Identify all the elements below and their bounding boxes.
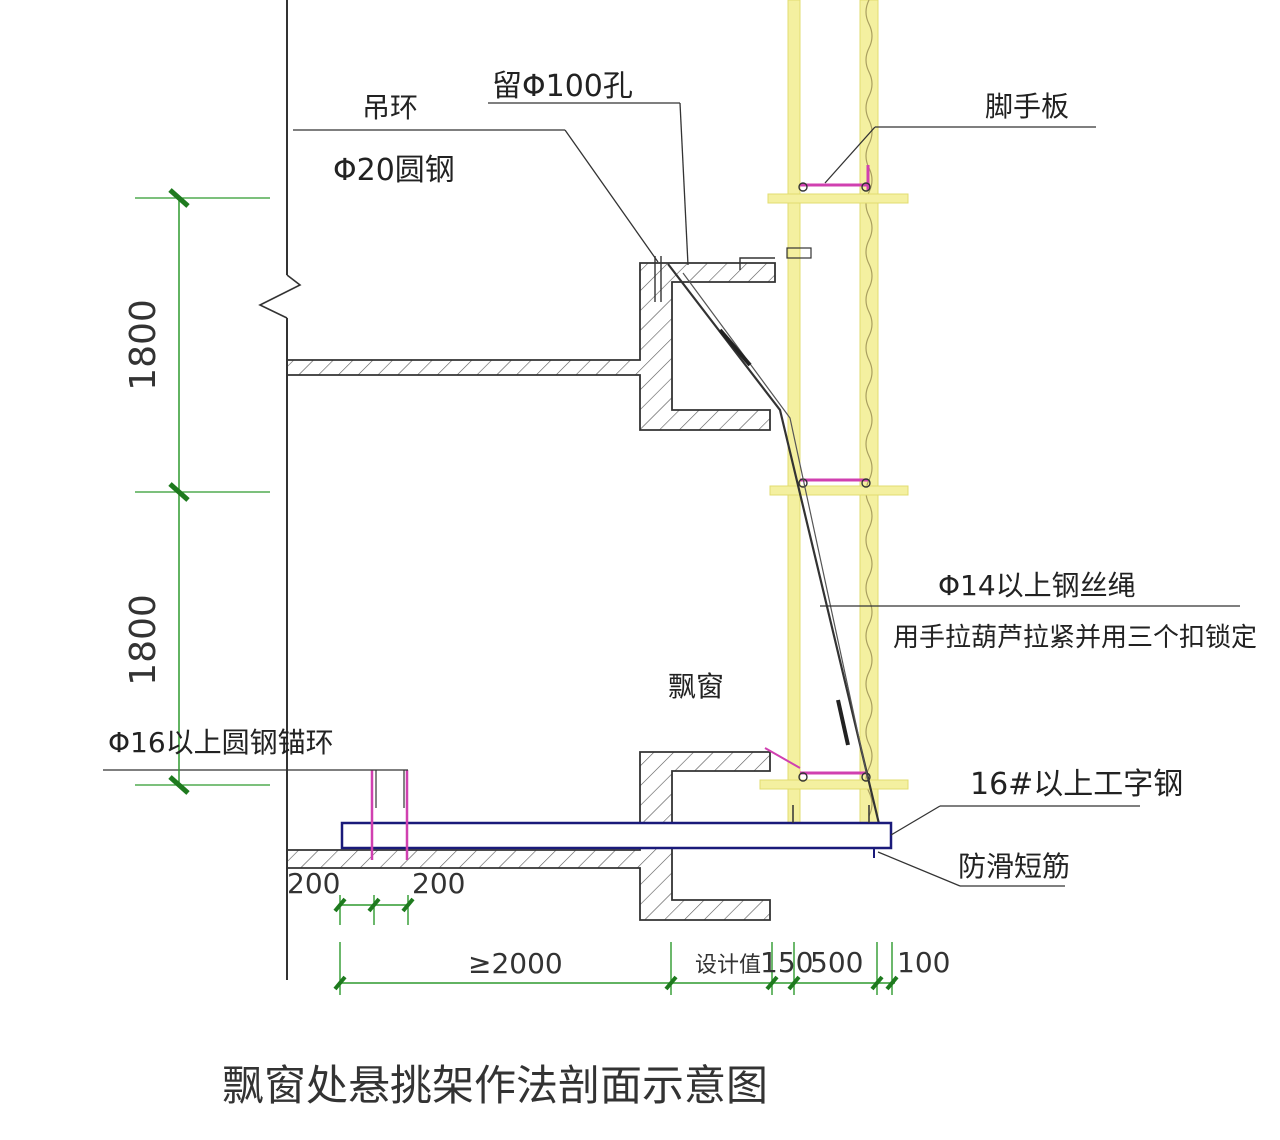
scaffold-frame	[759, 0, 909, 826]
anchor-right-dim: 200	[412, 867, 465, 900]
main-wall	[258, 0, 302, 980]
anchor-ring-label: Φ16以上圆钢锚环	[108, 726, 334, 759]
upper-slab	[286, 262, 776, 431]
lower-slab	[286, 751, 771, 921]
drawing-caption: 飘窗处悬挑架作法剖面示意图	[222, 1061, 768, 1110]
gap-100-dim: 100	[897, 946, 950, 979]
anchor-rings	[370, 770, 409, 860]
scaffold-board-label: 脚手板	[985, 90, 1069, 123]
round-steel-20-label: Φ20圆钢	[333, 153, 455, 188]
anti-slip-label: 防滑短筋	[958, 850, 1070, 883]
tighten-note-label: 用手拉葫芦拉紧并用三个扣锁定	[893, 623, 1257, 653]
i-beam	[340, 805, 893, 858]
i-beam-label: 16#以上工字钢	[970, 767, 1183, 802]
scaffold-boards	[764, 165, 871, 782]
horizontal-dimensions	[338, 895, 895, 995]
embed-length-dim: ≥2000	[468, 947, 563, 980]
leader-lines	[103, 102, 1240, 887]
gap-500-dim: 500	[810, 946, 863, 979]
height-upper-dim: 1800	[123, 299, 164, 391]
bay-window-label: 飘窗	[668, 670, 724, 703]
gap-150-dim: 150	[760, 946, 813, 979]
anchor-left-dim: 200	[287, 867, 340, 900]
wire-rope	[654, 256, 882, 829]
height-lower-dim: 1800	[123, 594, 164, 686]
vertical-dimension	[135, 188, 270, 795]
dimension-ticks	[333, 897, 899, 991]
hole-label: 留Φ100孔	[492, 69, 633, 104]
hanging-ring-label: 吊环	[362, 91, 418, 124]
design-value-dim: 设计值	[695, 953, 761, 978]
wire-rope-label: Φ14以上钢丝绳	[938, 569, 1136, 602]
